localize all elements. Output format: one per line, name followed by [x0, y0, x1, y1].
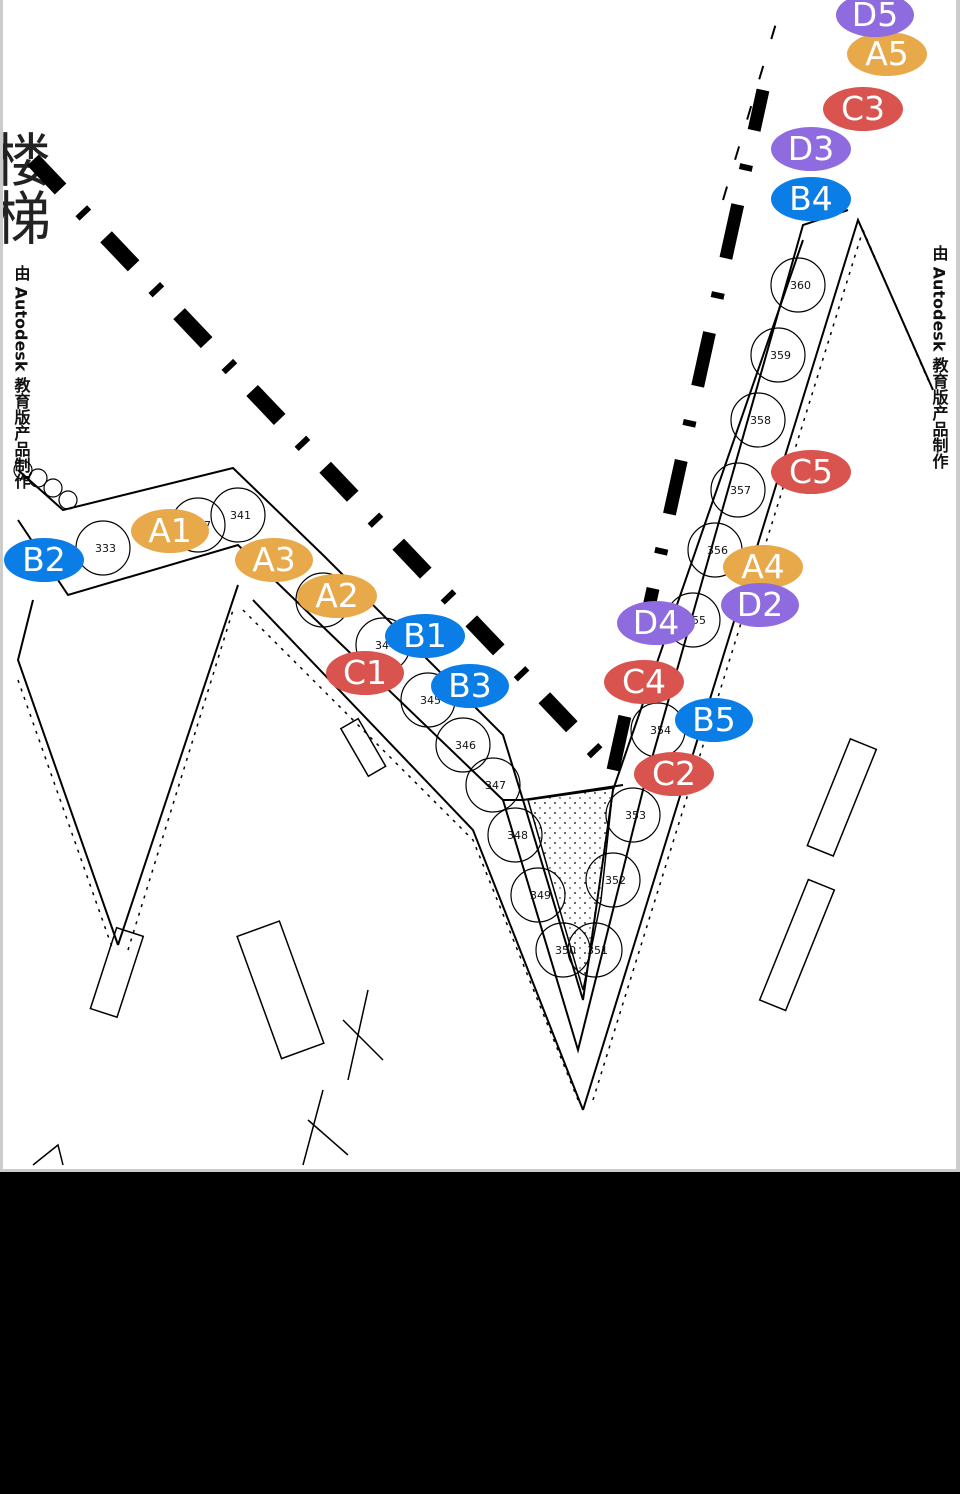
pile-corridor [16, 209, 934, 1111]
pile-circle [435, 717, 491, 773]
marker-b4[interactable]: B4 [771, 177, 851, 221]
marker-c4[interactable]: C4 [604, 660, 684, 704]
hatched-borders [17, 229, 929, 1101]
pile-number: 360 [790, 279, 811, 292]
drawing-title: 楼梯 [3, 130, 51, 246]
marker-d3[interactable]: D3 [771, 127, 851, 171]
pile-number: 346 [455, 739, 476, 752]
pile-circle [710, 462, 766, 518]
pile-circle-small [28, 468, 48, 488]
pile-number: 341 [230, 509, 251, 522]
marker-a3[interactable]: A3 [235, 538, 313, 582]
marker-a1[interactable]: A1 [131, 509, 209, 553]
pile-number: 358 [750, 414, 771, 427]
boundary-dashed-line [27, 154, 619, 776]
marker-a5[interactable]: A5 [847, 32, 927, 76]
pile-circle [730, 392, 786, 448]
pile-number: 349 [530, 889, 551, 902]
marker-d4[interactable]: D4 [617, 601, 695, 645]
marker-d5[interactable]: D5 [836, 0, 914, 37]
pile-number: 348 [507, 829, 528, 842]
pile-circle [770, 257, 826, 313]
pile-number: 333 [95, 542, 116, 555]
pile-circle [210, 487, 266, 543]
pile-number: 353 [625, 809, 646, 822]
marker-b5[interactable]: B5 [675, 698, 753, 742]
marker-d2[interactable]: D2 [721, 583, 799, 627]
bottom-black-area [0, 1172, 960, 1494]
marker-c1[interactable]: C1 [326, 651, 404, 695]
marker-c2[interactable]: C2 [634, 752, 714, 796]
pile-number: 352 [605, 874, 626, 887]
pile-number: 354 [650, 724, 671, 737]
stippled-area [527, 787, 614, 991]
marker-b2[interactable]: B2 [4, 538, 84, 582]
marker-b1[interactable]: B1 [385, 614, 465, 658]
side-text-left: 由 Autodesk 教育版产品制作 [12, 264, 32, 490]
side-text-right: 由 Autodesk 教育版产品制作 [930, 244, 950, 470]
boundary-thin-line [722, 0, 784, 201]
pile-circle-small [43, 478, 63, 498]
cad-drawing: 楼梯 由 Autodesk 教育版产品制作 由 Autodesk 教育版产品制作 [3, 0, 950, 1166]
bottom-sketches [32, 717, 878, 1166]
marker-a4[interactable]: A4 [723, 545, 803, 589]
pile-circle-small [58, 490, 78, 510]
pile-number: 357 [730, 484, 751, 497]
pile-circle-small [13, 460, 33, 480]
pile-circle [465, 757, 521, 813]
pile-number: 359 [770, 349, 791, 362]
pile-number: 356 [707, 544, 728, 557]
marker-a2[interactable]: A2 [297, 574, 377, 618]
drawing-viewer[interactable]: 楼梯 由 Autodesk 教育版产品制作 由 Autodesk 教育版产品制作 [0, 0, 960, 1172]
pile-circle [750, 327, 806, 383]
marker-c5[interactable]: C5 [771, 450, 851, 494]
marker-b3[interactable]: B3 [431, 664, 509, 708]
marker-c3[interactable]: C3 [823, 87, 903, 131]
pile-number: 347 [485, 779, 506, 792]
